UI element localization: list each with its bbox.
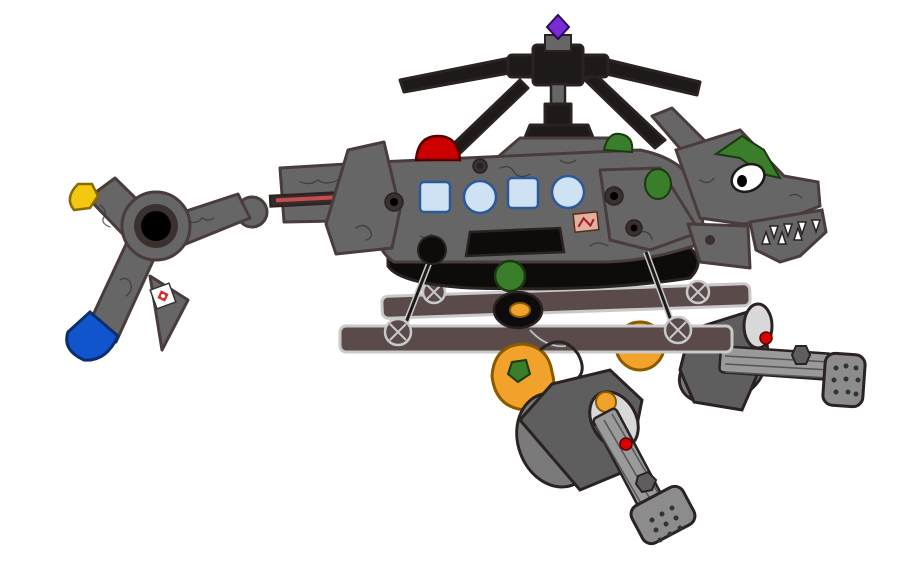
window-circle-icon	[550, 174, 586, 210]
center-ornament	[492, 259, 567, 349]
gun-nut	[790, 345, 812, 365]
dino-head	[650, 106, 828, 270]
window-square-icon	[506, 176, 540, 210]
rotor-mast-base	[543, 102, 573, 128]
hull-plate-rear	[324, 140, 402, 256]
head-green-brow	[713, 134, 782, 180]
sticker-badge-icon	[149, 282, 177, 310]
gatling-gun-icon	[490, 340, 697, 546]
skid-strut-joint	[417, 235, 447, 265]
fuselage	[324, 132, 707, 291]
head-neck-plate	[686, 222, 752, 270]
teeth-icon	[760, 219, 822, 245]
hull-door-slot	[464, 226, 566, 258]
gun-red-light	[759, 331, 773, 345]
yellow-tail-cap	[68, 182, 100, 212]
window-circle-icon	[462, 179, 498, 215]
gun-red-light	[619, 437, 633, 451]
green-side-light	[644, 168, 672, 200]
purple-gem-icon	[545, 13, 571, 41]
window-square-icon	[418, 180, 452, 214]
tail-hub-center	[141, 211, 171, 241]
dino-pupil	[737, 175, 747, 187]
sticker-badge-icon	[572, 210, 600, 234]
gatling-gun-icon	[614, 302, 867, 412]
rotor-icon	[398, 13, 702, 160]
tail-assembly	[65, 160, 390, 362]
blue-tail-cap	[65, 309, 120, 362]
red-dome-light	[414, 134, 462, 162]
landing-skids-front	[338, 235, 734, 354]
rotor-blade-left	[398, 56, 517, 94]
gun-nut	[634, 470, 658, 494]
hull-plate-front	[598, 166, 702, 252]
green-dome-light	[602, 132, 634, 154]
